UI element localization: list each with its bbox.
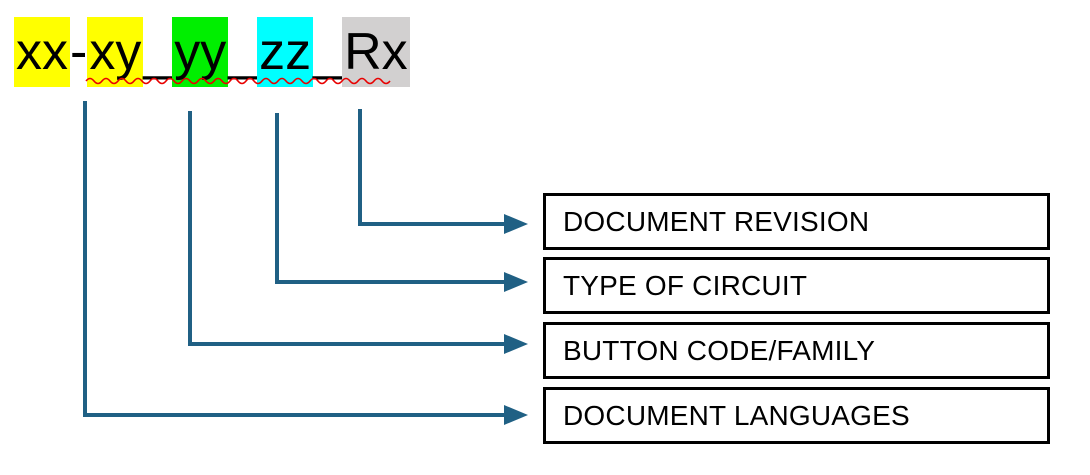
label-box-button-code-family: BUTTON CODE/FAMILY xyxy=(543,322,1050,379)
code-segment-xx: xx xyxy=(14,17,70,87)
arrowhead-document-revision-icon xyxy=(504,214,528,234)
code-segment-xy: xy xyxy=(87,17,144,87)
code-segment-underscore-3: _ xyxy=(313,23,343,81)
code-segment-yy: yy xyxy=(172,17,229,87)
label-button-code-family: BUTTON CODE/FAMILY xyxy=(563,334,876,366)
arrowhead-document-languages-icon xyxy=(504,405,528,425)
label-box-document-revision: DOCUMENT REVISION xyxy=(543,193,1050,250)
label-document-revision: DOCUMENT REVISION xyxy=(563,205,870,237)
label-document-languages: DOCUMENT LANGUAGES xyxy=(563,399,910,431)
label-box-document-languages: DOCUMENT LANGUAGES xyxy=(543,387,1050,444)
code-segment-rx: Rx xyxy=(342,17,410,87)
connector-button-code-family xyxy=(188,111,506,346)
connector-type-of-circuit xyxy=(275,113,506,284)
code-segment-underscore-1: _ xyxy=(143,23,173,81)
label-box-type-of-circuit: TYPE OF CIRCUIT xyxy=(543,257,1050,314)
document-code: xx - xy _ yy _ zz _ Rx xyxy=(14,17,410,87)
arrowhead-button-code-family-icon xyxy=(504,334,528,354)
label-type-of-circuit: TYPE OF CIRCUIT xyxy=(563,269,808,301)
code-segment-underscore-2: _ xyxy=(228,23,258,81)
code-segment-hyphen: - xyxy=(70,23,88,81)
code-segment-zz: zz xyxy=(257,17,314,87)
arrowhead-type-of-circuit-icon xyxy=(504,272,528,292)
connector-document-languages xyxy=(83,101,506,417)
connector-document-revision xyxy=(358,109,506,226)
